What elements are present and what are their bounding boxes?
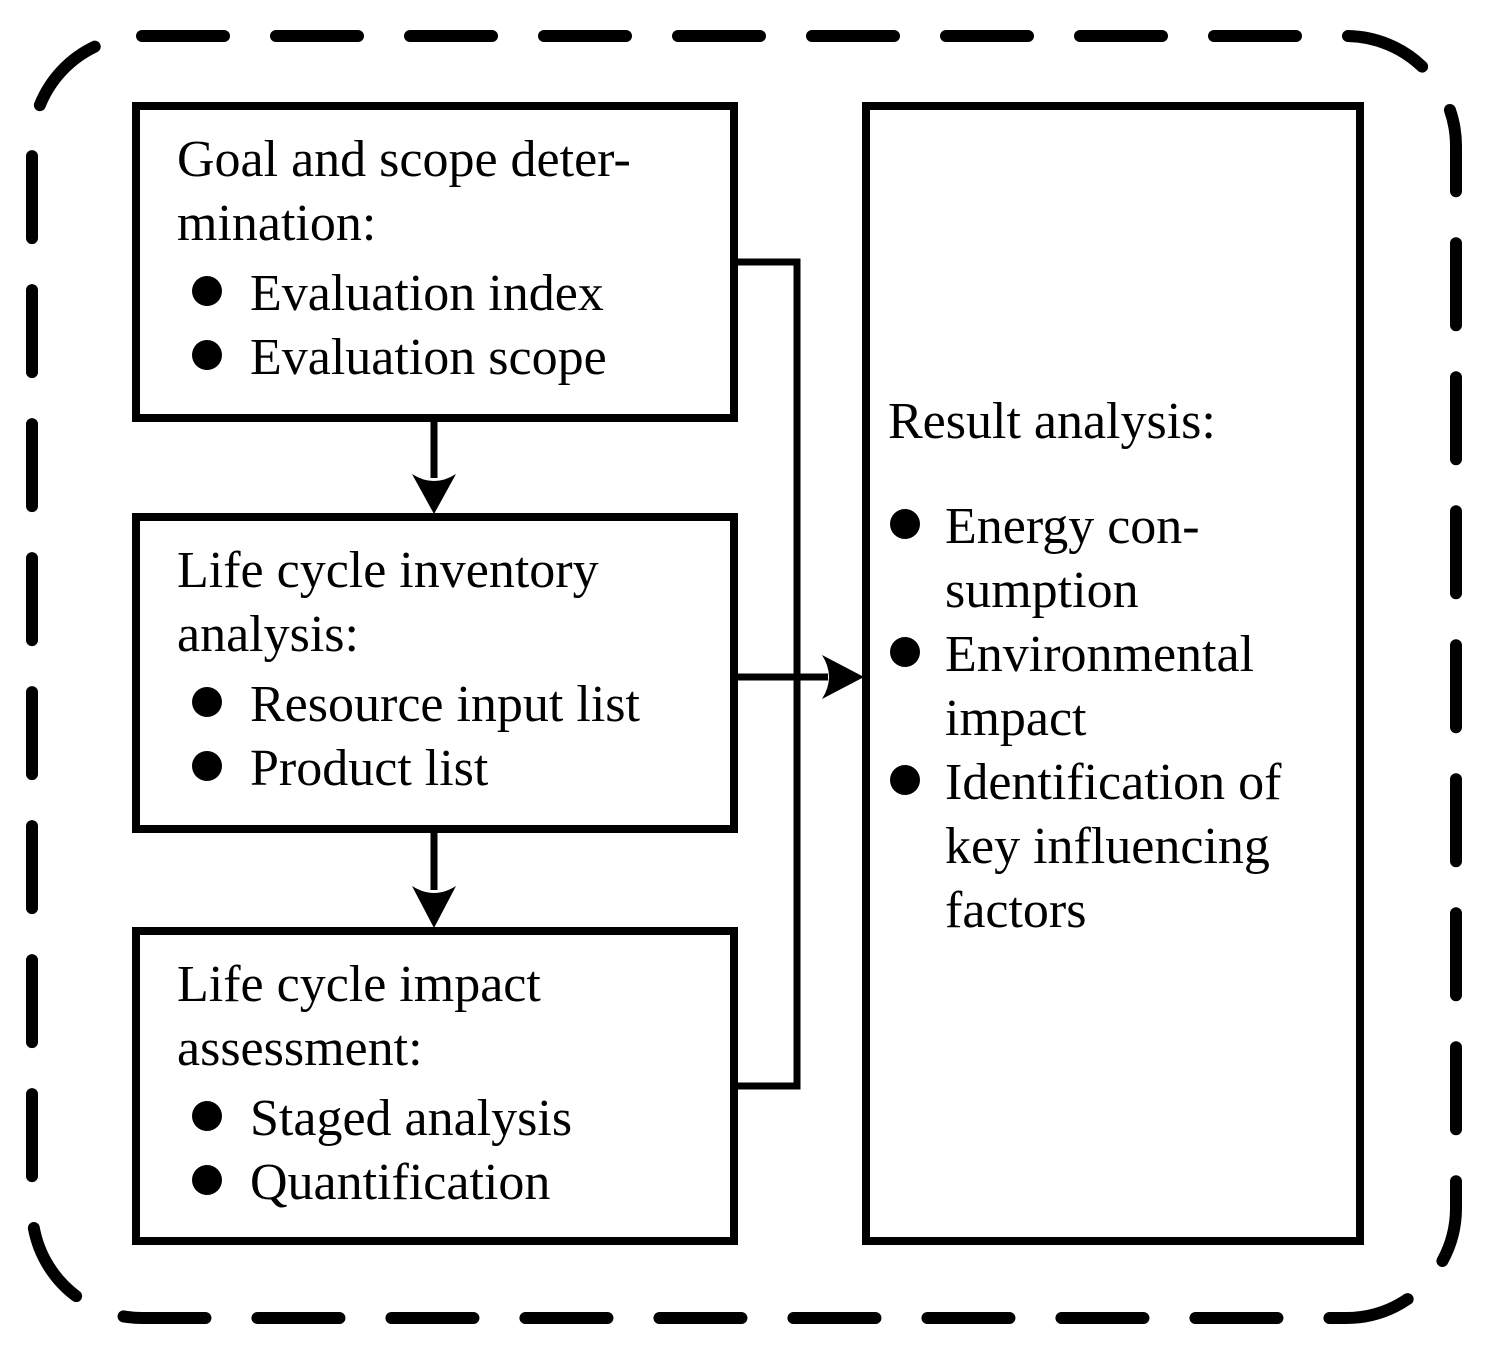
goal-scope-heading: Goal and scope deter- mination:: [177, 131, 631, 252]
arrowhead-down-icon: [412, 886, 456, 928]
bullet-item: Product list: [140, 737, 730, 801]
bullet-item: Energy con- sumption: [870, 495, 1356, 623]
goal-scope-box: Goal and scope deter- mination: Evaluati…: [132, 102, 738, 422]
bullet-text: Resource input list: [250, 676, 640, 733]
arrowhead-right-icon: [822, 655, 864, 699]
bullet-text: Environmental impact: [945, 626, 1255, 747]
result-analysis-heading: Result analysis:: [888, 393, 1216, 450]
bullet-text: Identification of key influencing factor…: [945, 754, 1282, 939]
bullet-text: Evaluation scope: [250, 329, 607, 386]
inventory-analysis-bullets: Resource input list Product list: [140, 673, 730, 801]
bullet-item: Resource input list: [140, 673, 730, 737]
bullet-dot-icon: [192, 1165, 222, 1195]
bullet-text: Staged analysis: [250, 1090, 573, 1147]
goal-scope-bullets: Evaluation index Evaluation scope: [140, 262, 730, 390]
bullet-text: Product list: [250, 740, 489, 797]
bullet-dot-icon: [890, 509, 920, 539]
bullet-item: Environmental impact: [870, 623, 1356, 751]
bullet-dot-icon: [192, 340, 222, 370]
impact-assessment-heading: Life cycle impact assessment:: [177, 956, 541, 1077]
bullet-dot-icon: [192, 1101, 222, 1131]
bullet-item: Identification of key influencing factor…: [870, 751, 1356, 943]
bullet-item: Evaluation index: [140, 262, 730, 326]
bullet-item: Staged analysis: [140, 1087, 730, 1151]
bullet-text: Quantification: [250, 1154, 551, 1211]
result-analysis-bullets: Energy con- sumption Environmental impac…: [870, 495, 1356, 943]
impact-assessment-box: Life cycle impact assessment: Staged ana…: [132, 927, 738, 1245]
bullet-dot-icon: [192, 687, 222, 717]
bullet-dot-icon: [890, 637, 920, 667]
inventory-analysis-box: Life cycle inventory analysis: Resource …: [132, 513, 738, 833]
arrow-inventory-to-impact: [412, 831, 456, 928]
inventory-analysis-heading: Life cycle inventory analysis:: [177, 542, 599, 663]
bullet-dot-icon: [192, 276, 222, 306]
arrowhead-down-icon: [412, 474, 456, 514]
bullet-item: Quantification: [140, 1151, 730, 1215]
bullet-item: Evaluation scope: [140, 326, 730, 390]
bullet-dot-icon: [890, 765, 920, 795]
arrow-goal-to-inventory: [412, 420, 456, 514]
dashed-border: [26, 30, 1462, 1324]
bullet-text: Energy con- sumption: [945, 498, 1200, 619]
arrow-to-result: [736, 655, 864, 699]
impact-assessment-bullets: Staged analysis Quantification: [140, 1087, 730, 1215]
bullet-text: Evaluation index: [250, 265, 604, 322]
bullet-dot-icon: [192, 751, 222, 781]
result-analysis-box: Result analysis: Energy con- sumption En…: [862, 102, 1364, 1245]
